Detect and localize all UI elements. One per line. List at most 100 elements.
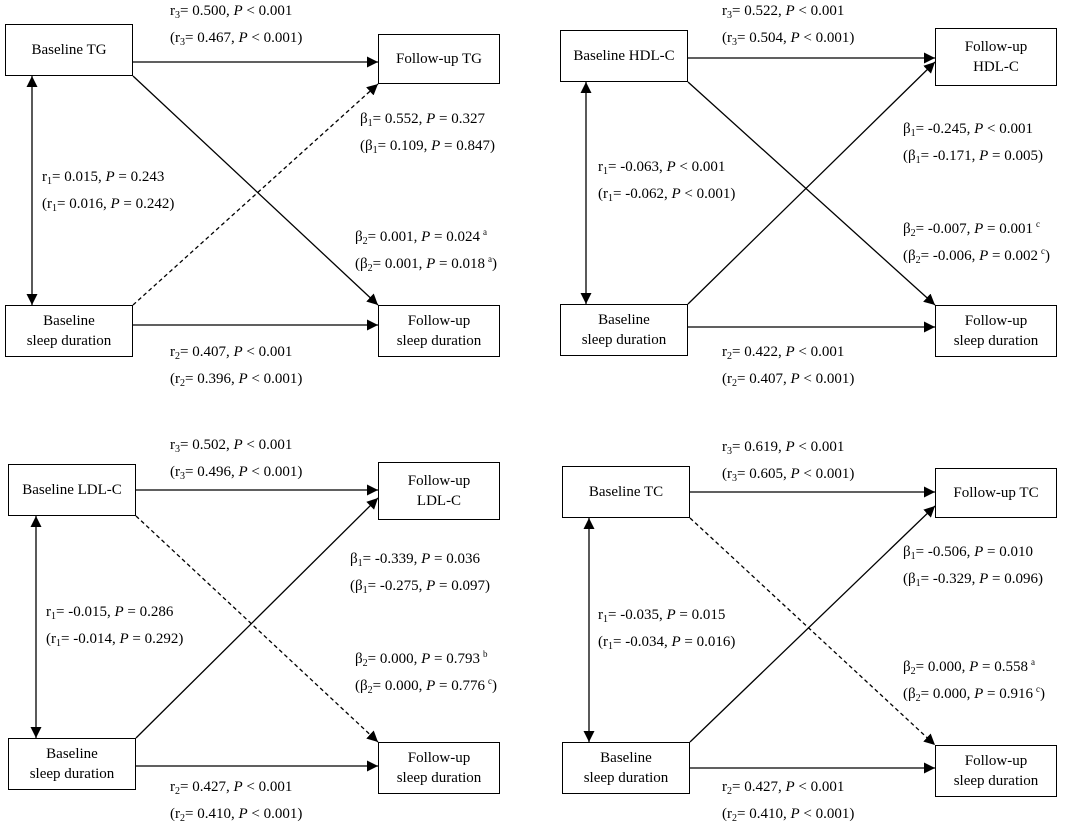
arrow-b2-ldl (135, 515, 379, 743)
arrow-b1-ldl (135, 497, 379, 739)
label-r2-tc: r2= 0.427, P < 0.001 (r2= 0.410, P < 0.00… (722, 778, 855, 824)
box-label: sleep duration (581, 332, 667, 348)
box-label: Baseline TG (31, 42, 107, 58)
stat-line-adjusted: (β1= -0.171, P = 0.005) (903, 148, 1043, 166)
label-b1-tg: β1= 0.552, P = 0.327 (β1= 0.109, P = 0.84… (360, 110, 495, 156)
box-followup-ldl: Follow-up LDL-C (378, 462, 500, 520)
stat-line-adjusted: (β1= 0.109, P = 0.847) (360, 138, 495, 156)
stat-line-adjusted: (r1= -0.014, P = 0.292) (46, 631, 184, 649)
arrow-b2-tg (132, 75, 379, 306)
box-baseline-hdl: Baseline HDL-C (560, 30, 688, 82)
label-r1-tc: r1= -0.035, P = 0.015(r1= -0.034, P = 0.… (598, 606, 736, 652)
box-label: sleep duration (396, 333, 482, 349)
arrow-b2-hdl (687, 81, 936, 306)
stat-line-adjusted: (r2= 0.407, P < 0.001) (722, 371, 855, 389)
label-r3-ldl: r3= 0.502, P < 0.001(r3= 0.496, P < 0.00… (170, 436, 303, 482)
box-followup-sleep-tg: Follow-up sleep duration (378, 305, 500, 357)
label-b1-tc: β1= -0.506, P = 0.010 (β1= -0.329, P = 0.… (903, 543, 1043, 589)
stat-line-adjusted: (r2= 0.410, P < 0.001) (170, 806, 303, 824)
label-r1-hdl: r1= -0.063, P < 0.001 (r1= -0.062, P < 0.… (598, 158, 766, 204)
box-baseline-sleep-hdl: Baseline sleep duration (560, 304, 688, 356)
stat-line-adjusted: (β1= -0.275, P = 0.097) (350, 578, 490, 596)
box-label: Baseline TC (588, 484, 664, 500)
box-label: Follow-up (964, 39, 1028, 55)
stat-line: r1= -0.015, P = 0.286 (46, 604, 174, 622)
box-label: Baseline (43, 313, 95, 329)
box-label: sleep duration (953, 333, 1039, 349)
box-label: sleep duration (583, 770, 669, 786)
stat-line-adjusted: (r3= 0.496, P < 0.001) (170, 464, 303, 482)
label-r2-tg: r2= 0.407, P < 0.001(r2= 0.396, P < 0.00… (170, 343, 302, 389)
stat-line-adjusted: (r1= -0.062, P < 0.001) (598, 186, 736, 204)
box-label: Follow-up TG (396, 51, 482, 67)
label-r2-ldl: r2= 0.427, P < 0.001 (r2= 0.410, P < 0.00… (170, 778, 303, 824)
arrow-b1-tg (132, 83, 379, 306)
box-label: Follow-up (407, 473, 471, 489)
stat-line-adjusted: (r1= 0.016, P = 0.242) (42, 196, 175, 214)
label-r3-tg: r3= 0.500, P < 0.001 (r3= 0.467, P < 0.00… (170, 2, 303, 48)
box-followup-hdl: Follow-up HDL-C (935, 28, 1057, 86)
stat-line: r3= 0.522, P < 0.001 (722, 3, 845, 21)
box-label: Baseline (600, 750, 652, 766)
box-label: sleep duration (396, 770, 482, 786)
label-r3-tc: r3= 0.619, P < 0.001(r3= 0.605, P < 0.00… (722, 438, 854, 484)
box-label: Follow-up TC (953, 485, 1039, 501)
box-label: Follow-up (964, 313, 1028, 329)
box-label: HDL-C (973, 59, 1019, 75)
box-label: Baseline LDL-C (22, 482, 122, 498)
stat-line-adjusted: (r1= -0.034, P = 0.016) (598, 634, 736, 652)
stat-line: β1= -0.339, P = 0.036 (350, 551, 480, 569)
box-label: sleep duration (29, 766, 115, 782)
stat-line-adjusted: (r2= 0.410, P < 0.001) (722, 806, 855, 824)
stat-line-adjusted: (r3= 0.467, P < 0.001) (170, 30, 303, 48)
box-baseline-sleep-tc: Baseline sleep duration (562, 742, 690, 794)
stat-line: r2= 0.427, P < 0.001 (722, 779, 845, 797)
arrow-b1-tc (689, 505, 936, 743)
box-followup-tc: Follow-up TC (935, 468, 1057, 518)
box-baseline-tc: Baseline TC (562, 466, 690, 518)
box-label: Baseline HDL-C (573, 48, 675, 64)
stat-line: β1= 0.552, P = 0.327 (360, 111, 485, 129)
label-b1-hdl: β1= -0.245, P < 0.001 (β1= -0.171, P = 0.… (903, 120, 1043, 166)
box-followup-sleep-tc: Follow-up sleep duration (935, 745, 1057, 797)
stat-line: β1= -0.506, P = 0.010 (903, 544, 1033, 562)
box-label: sleep duration (26, 333, 112, 349)
box-label: LDL-C (416, 493, 462, 509)
stat-line: r2= 0.422, P < 0.001 (722, 344, 845, 362)
box-label: Follow-up (964, 753, 1028, 769)
stat-line: β1= -0.245, P < 0.001 (903, 121, 1033, 139)
stat-line: r1= 0.015, P = 0.243 (42, 169, 165, 187)
stat-line-adjusted: (r3= 0.504, P < 0.001) (722, 30, 855, 48)
label-r2-hdl: r2= 0.422, P < 0.001 (r2= 0.407, P < 0.00… (722, 343, 855, 389)
box-baseline-tg: Baseline TG (5, 24, 133, 76)
stat-line: r1= -0.063, P < 0.001 (598, 159, 726, 177)
label-r1-tg: r1= 0.015, P = 0.243 (r1= 0.016, P = 0.24… (42, 168, 175, 214)
box-baseline-ldl: Baseline LDL-C (8, 464, 136, 516)
stat-line-adjusted: (β1= -0.329, P = 0.096) (903, 571, 1043, 589)
stat-line: r3= 0.500, P < 0.001 (170, 3, 293, 21)
label-r3-hdl: r3= 0.522, P < 0.001 (r3= 0.504, P < 0.00… (722, 2, 855, 48)
arrow-b1-hdl (687, 61, 936, 305)
label-b1-ldl: β1= -0.339, P = 0.036 (β1= -0.275, P = 0.… (350, 550, 490, 596)
stat-line: r2= 0.427, P < 0.001 (170, 779, 293, 797)
stat-line: r3= 0.619, P < 0.001 (722, 439, 845, 457)
box-baseline-sleep-ldl: Baseline sleep duration (8, 738, 136, 790)
box-followup-tg: Follow-up TG (378, 34, 500, 84)
box-label: sleep duration (953, 773, 1039, 789)
box-label: Follow-up (407, 750, 471, 766)
box-label: Follow-up (407, 313, 471, 329)
